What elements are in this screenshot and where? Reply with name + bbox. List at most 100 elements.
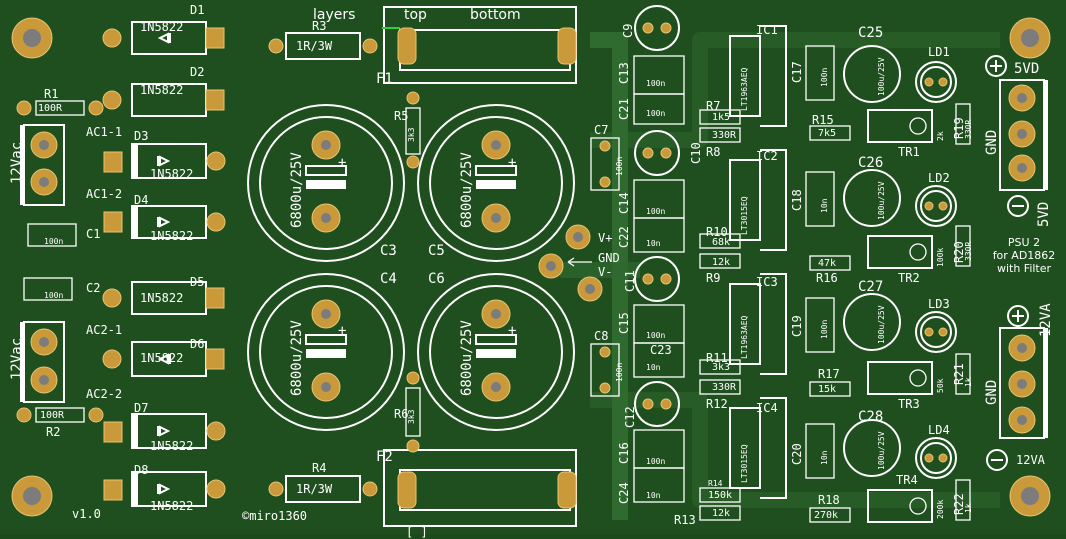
r15-ref: R15	[812, 113, 834, 127]
c23-ref: C23	[650, 343, 672, 357]
c26-value: 100u/25V	[877, 181, 886, 220]
c1-value: 100n	[44, 237, 64, 246]
r17-ref: R17	[818, 367, 840, 381]
r5-ref: R5	[394, 109, 409, 123]
ld4-ref: LD4	[928, 423, 950, 437]
tr1-ref: TR1	[898, 145, 920, 159]
power-resistors	[268, 32, 378, 503]
c3-value: 6800u/25V	[289, 152, 305, 228]
out-5vd-neg-label: 5VD	[1036, 201, 1052, 227]
c13-ref: C13	[617, 62, 631, 84]
c22-value: 10n	[646, 239, 661, 248]
layers-label[interactable]: layers	[313, 7, 356, 23]
c19-value: 100n	[820, 319, 829, 339]
ic4-ref: IC4	[756, 401, 778, 415]
filter-caps	[633, 55, 685, 503]
c15-ref: C15	[617, 312, 631, 334]
c7-ref: C7	[594, 123, 609, 137]
c18-value: 10n	[820, 198, 829, 213]
bottom-layer-toggle[interactable]: bottom	[470, 7, 521, 23]
d3-ref: D3	[134, 129, 149, 143]
c3-ref: C3	[380, 243, 397, 259]
c9-ref: C9	[621, 23, 635, 38]
r8-ref: R8	[706, 145, 721, 159]
ic1-value: LT1963AEQ	[740, 67, 749, 111]
r11-value: 3k3	[712, 362, 731, 373]
c27-value: 100u/25V	[877, 305, 886, 344]
c20-ref: C20	[790, 443, 804, 465]
r10-ref: R10	[706, 225, 728, 239]
gnd1-label: GND	[984, 129, 1000, 155]
tr2-ref: TR2	[898, 271, 920, 285]
c3-plus: +	[338, 155, 347, 171]
c8-ref: C8	[594, 329, 609, 343]
c18-ref: C18	[790, 189, 804, 211]
r2-value: 100R	[40, 410, 65, 421]
ac1-1-label: AC1-1	[86, 125, 123, 139]
regulator-ics	[729, 25, 787, 499]
ac2-2-label: AC2-2	[86, 387, 123, 401]
top-layer-toggle[interactable]: top	[404, 7, 427, 23]
out-12va-neg-label: 12VA	[1016, 453, 1045, 467]
c10-ref: C10	[689, 142, 703, 164]
feedback-resistors	[699, 109, 851, 523]
r6-value: 3k3	[407, 409, 416, 424]
ic4-value: LT3015EQ	[740, 444, 749, 483]
c14-ref: C14	[617, 192, 631, 214]
r3-value: 1R/3W	[296, 39, 333, 53]
c28-ref: C28	[858, 409, 884, 425]
c6-value: 6800u/25V	[459, 320, 475, 396]
r3-ref: R3	[312, 19, 327, 33]
c21-ref: C21	[617, 98, 631, 120]
r12-value: 330R	[712, 382, 737, 393]
tr4-ref: TR4	[896, 473, 918, 487]
r7-value: 1k5	[712, 112, 731, 123]
d2-value: 1N5822	[140, 83, 184, 97]
r13-ref: R13	[674, 513, 696, 527]
r20-value: 330R	[964, 241, 973, 261]
c7-value: 100n	[615, 156, 624, 176]
output-small-caps	[805, 45, 835, 479]
c5-plus: +	[508, 155, 517, 171]
fuses	[383, 6, 577, 527]
board-title: PSU 2 for AD1862 with Filter	[992, 236, 1056, 275]
vminus-label: V-	[598, 265, 613, 279]
input1-label: 12Vac	[9, 141, 25, 184]
c5-ref: C5	[428, 243, 445, 259]
vplus-label: V+	[598, 231, 613, 245]
r12-ref: R12	[706, 397, 728, 411]
ld3-ref: LD3	[928, 297, 950, 311]
out-12va-label: 12VA	[1038, 303, 1054, 337]
bleeder-resistors	[405, 91, 421, 453]
r22-value: 1k	[964, 503, 973, 513]
c13-value: 100n	[646, 79, 666, 88]
f1-ref: F1	[376, 71, 393, 87]
r1-ref: R1	[44, 87, 59, 101]
c6-plus: +	[508, 323, 517, 339]
diode-group	[102, 21, 226, 507]
r9-value: 12k	[712, 257, 731, 268]
r8-value: 330R	[712, 130, 737, 141]
c22-ref: C22	[617, 226, 631, 248]
input-terminal-2	[20, 321, 65, 403]
r11-ref: R11	[706, 351, 728, 365]
tr3-value: 50k	[936, 378, 945, 393]
r13-value: 12k	[712, 508, 731, 519]
tr4-value: 200k	[936, 499, 945, 519]
ld2-ref: LD2	[928, 171, 950, 185]
r10-value: 68k	[712, 237, 731, 248]
version-label: v1.0	[72, 507, 101, 521]
r14-value: 150k	[708, 490, 733, 501]
c1-ref: C1	[86, 227, 101, 241]
c6-ref: C6	[428, 271, 445, 287]
c23-value: 10n	[646, 363, 661, 372]
r16-value: 47k	[818, 258, 837, 269]
c17-ref: C17	[790, 61, 804, 83]
c26-ref: C26	[858, 155, 884, 171]
d6-ref: D6	[190, 337, 205, 351]
ac2-1-label: AC2-1	[86, 323, 123, 337]
r9-ref: R9	[706, 271, 721, 285]
mounting-holes	[11, 17, 1051, 517]
c25-ref: C25	[858, 25, 884, 41]
trimmers	[867, 109, 933, 523]
